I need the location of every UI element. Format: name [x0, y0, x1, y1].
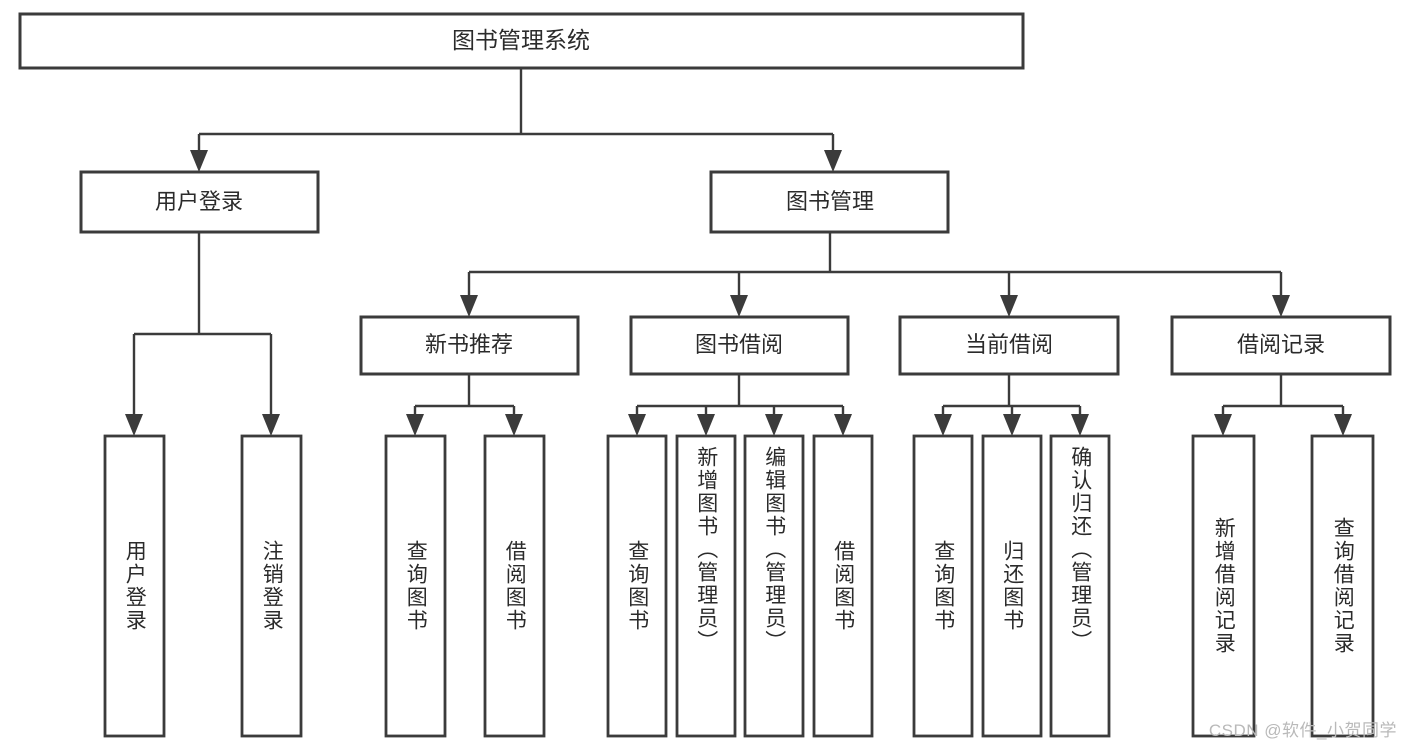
- node-new-book-recommend-label: 新书推荐: [425, 332, 513, 357]
- arrow-to-leaf-query-record: [1334, 414, 1352, 436]
- node-root-box[interactable]: [18, 12, 1025, 70]
- node-new-book-recommend-box[interactable]: [359, 315, 580, 376]
- node-book-borrow-box[interactable]: [629, 315, 850, 376]
- arrow-to-leaf-query-book-1: [406, 414, 424, 436]
- arrow-to-leaf-query-book-2: [628, 414, 646, 436]
- arrow-to-leaf-return-book: [1003, 414, 1021, 436]
- arrow-to-user-login: [190, 150, 208, 172]
- node-user-login[interactable]: 用户登录: [79, 170, 320, 234]
- leaf-query-book-3-box[interactable]: [912, 434, 974, 738]
- leaf-add-book-box[interactable]: [675, 434, 737, 738]
- leaf-return-book-box[interactable]: [981, 434, 1043, 738]
- arrow-to-leaf-edit-book: [765, 414, 783, 436]
- arrow-to-book-borrow: [730, 295, 748, 317]
- node-root-label: 图书管理系统: [452, 27, 590, 53]
- node-new-book-recommend[interactable]: 新书推荐: [359, 315, 580, 376]
- arrow-to-leaf-add-book: [697, 414, 715, 436]
- arrow-to-borrow-record: [1272, 295, 1290, 317]
- csdn-watermark: CSDN @软件_小贺同学: [1208, 721, 1397, 740]
- connector-current-borrow-bus: [941, 374, 1082, 420]
- leaf-boxes-group: [103, 434, 1375, 738]
- leaf-borrow-book-2-box[interactable]: [812, 434, 874, 738]
- node-current-borrow-label: 当前借阅: [965, 332, 1053, 357]
- node-user-login-box[interactable]: [79, 170, 320, 234]
- node-current-borrow-box[interactable]: [898, 315, 1120, 376]
- arrow-to-book-manage: [824, 150, 842, 172]
- arrow-to-leaf-confirm-return: [1071, 414, 1089, 436]
- arrow-to-new-book-recommend: [460, 295, 478, 317]
- arrow-to-leaf-add-record: [1214, 414, 1232, 436]
- connector-new-book-recommend-bus: [413, 374, 516, 420]
- node-root[interactable]: 图书管理系统: [18, 12, 1025, 70]
- connector-book-manage-bus: [467, 232, 1283, 301]
- leaf-edit-book-box[interactable]: [743, 434, 805, 738]
- arrow-to-leaf-borrow-book-1: [505, 414, 523, 436]
- connector-user-login-bus: [132, 232, 273, 420]
- node-book-borrow[interactable]: 图书借阅: [629, 315, 850, 376]
- leaf-query-book-1-box[interactable]: [384, 434, 447, 738]
- connector-book-borrow-bus: [635, 374, 845, 420]
- leaf-borrow-book-1-box[interactable]: [483, 434, 546, 738]
- node-book-manage-box[interactable]: [709, 170, 950, 234]
- node-book-manage[interactable]: 图书管理: [709, 170, 950, 234]
- leaf-query-book-2-box[interactable]: [606, 434, 668, 738]
- leaf-query-record-box[interactable]: [1310, 434, 1375, 738]
- node-borrow-record-box[interactable]: [1170, 315, 1392, 376]
- arrow-to-leaf-logout-login: [262, 414, 280, 436]
- connector-root-bus: [197, 68, 835, 156]
- arrow-to-leaf-borrow-book-2: [834, 414, 852, 436]
- leaf-user-login-box[interactable]: [103, 434, 166, 738]
- node-book-borrow-label: 图书借阅: [695, 332, 783, 357]
- node-borrow-record[interactable]: 借阅记录: [1170, 315, 1392, 376]
- node-user-login-label: 用户登录: [155, 189, 243, 214]
- arrow-to-leaf-query-book-3: [934, 414, 952, 436]
- leaf-logout-login-box[interactable]: [240, 434, 303, 738]
- connector-borrow-record-bus: [1221, 374, 1345, 420]
- connectors-group: [125, 68, 1352, 436]
- node-book-manage-label: 图书管理: [786, 189, 874, 214]
- node-current-borrow[interactable]: 当前借阅: [898, 315, 1120, 376]
- leaf-confirm-return-box[interactable]: [1049, 434, 1111, 738]
- node-borrow-record-label: 借阅记录: [1237, 332, 1325, 357]
- arrow-to-leaf-user-login: [125, 414, 143, 436]
- leaf-add-record-box[interactable]: [1191, 434, 1256, 738]
- arrow-to-current-borrow: [1000, 295, 1018, 317]
